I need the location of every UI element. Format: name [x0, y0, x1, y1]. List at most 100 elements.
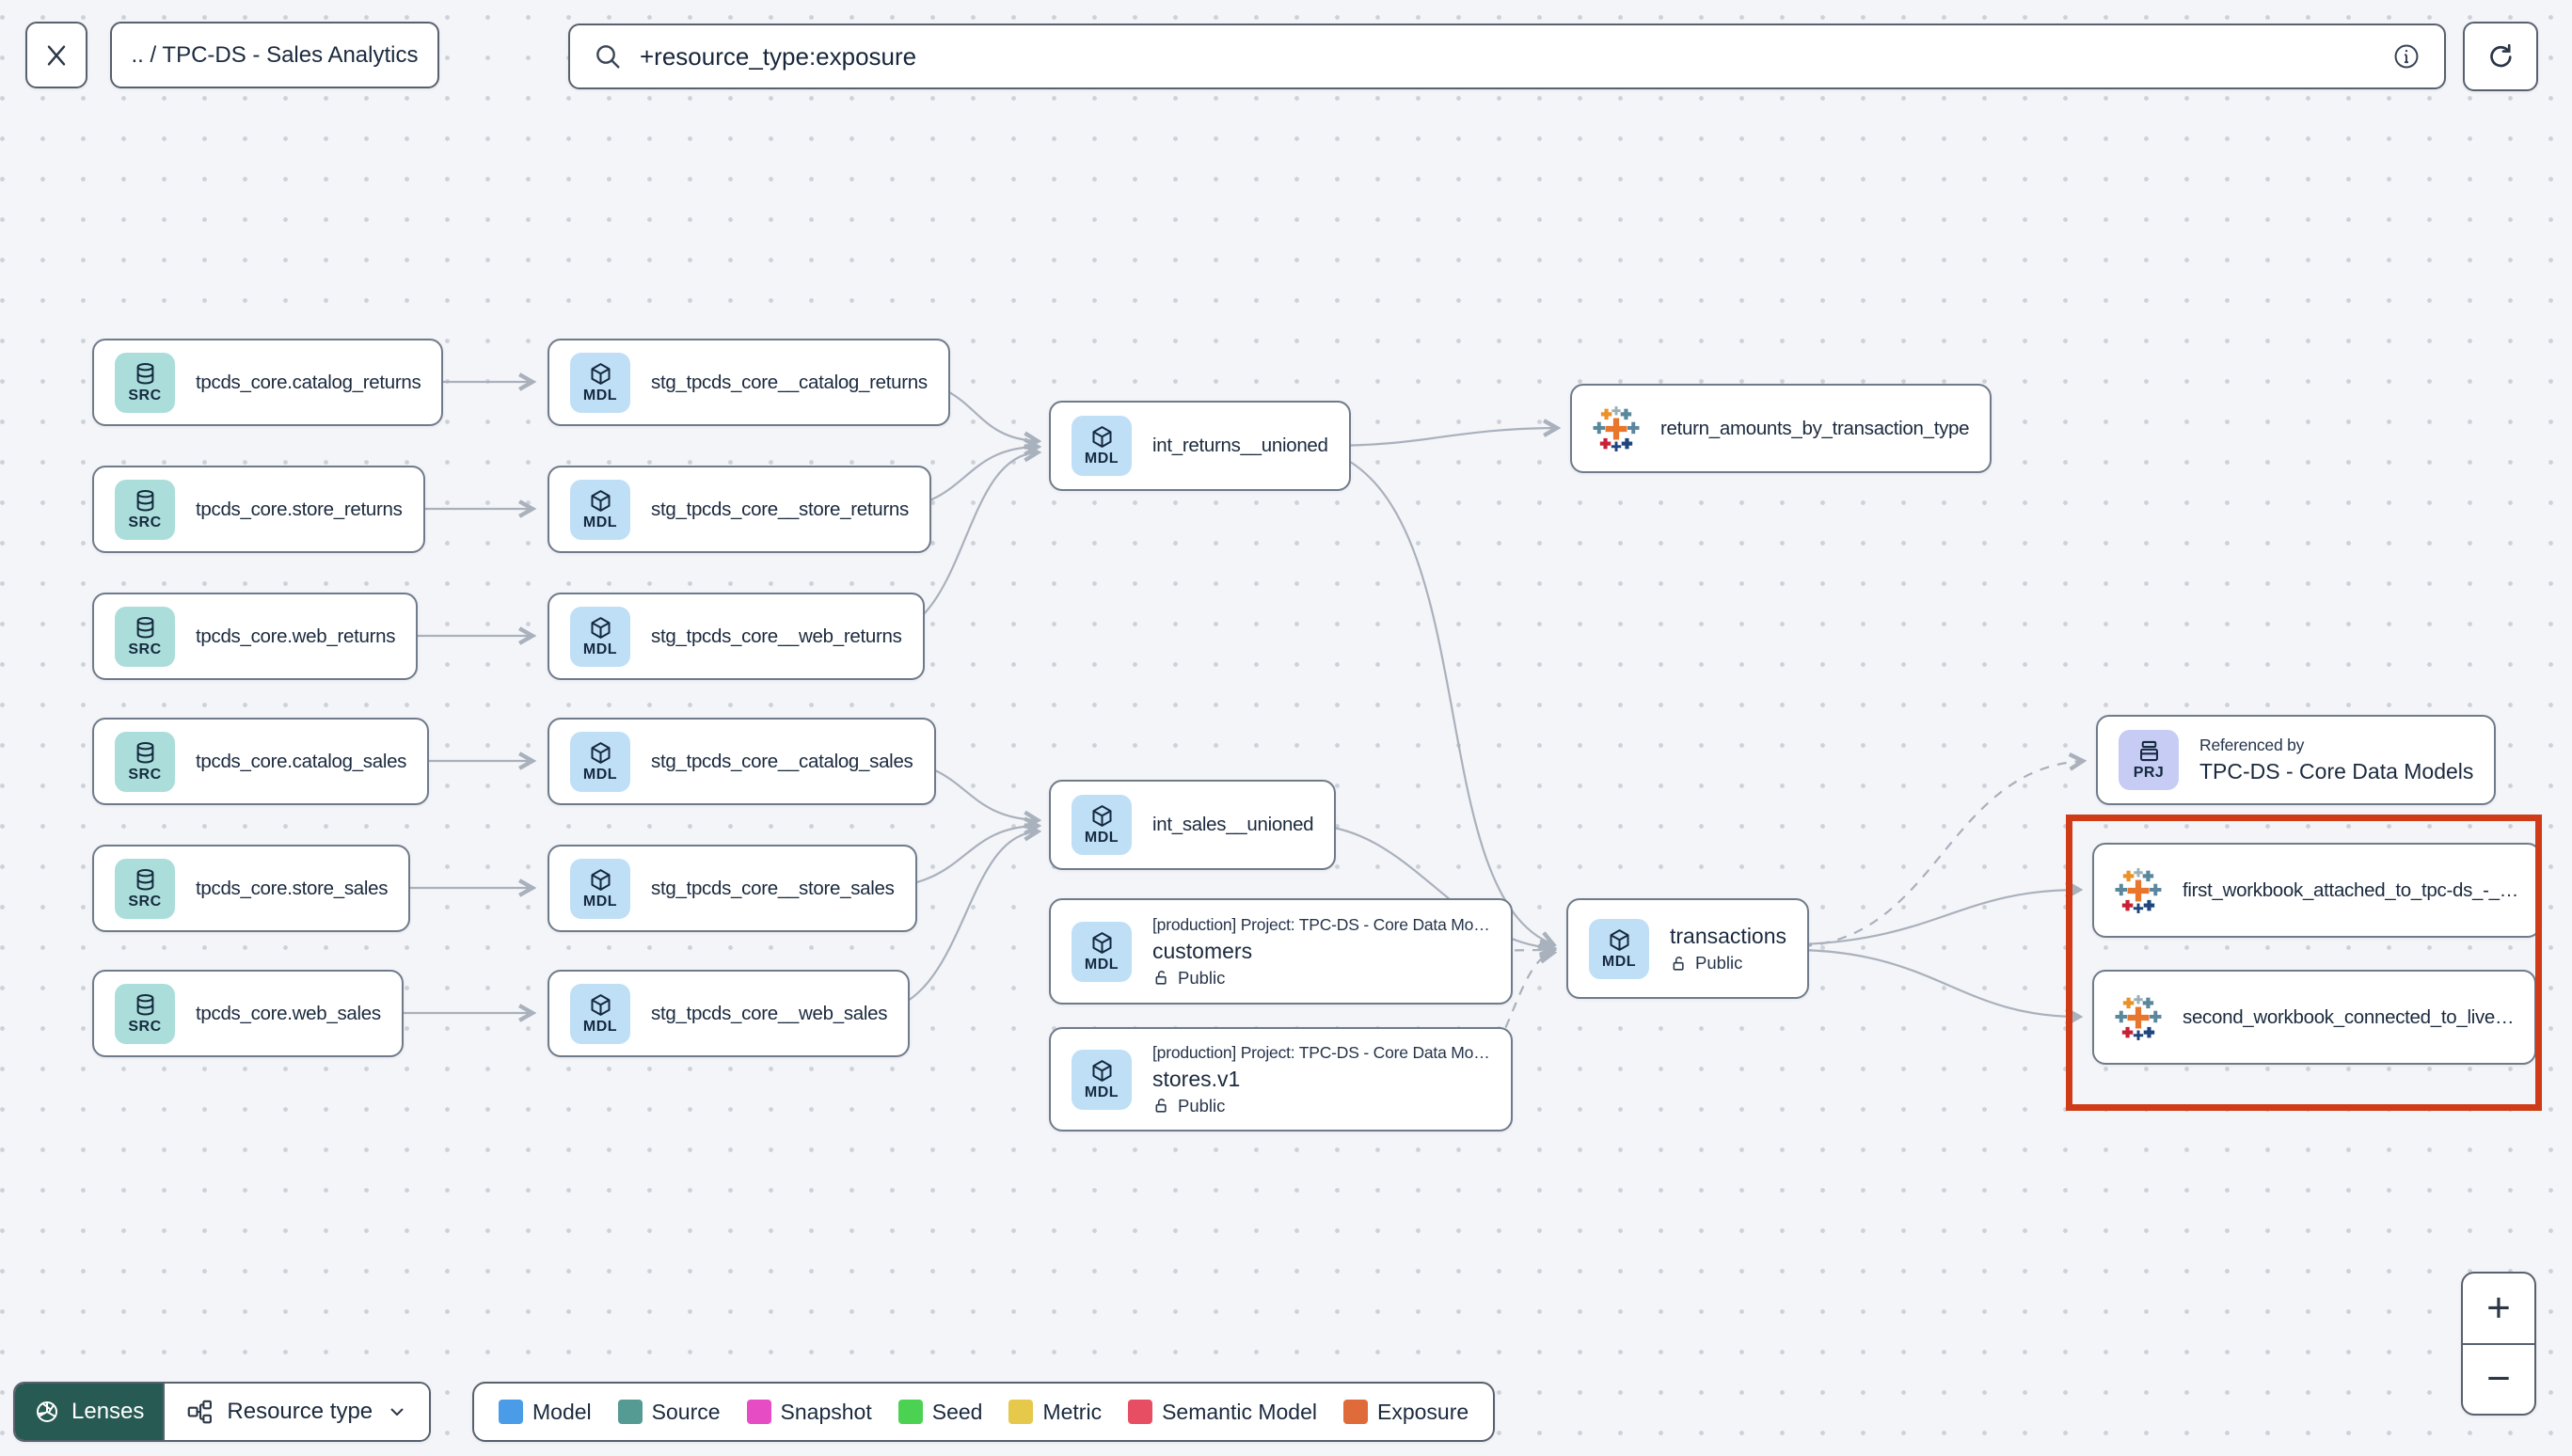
cube-icon: [1091, 426, 1112, 448]
refresh-icon: [2490, 43, 2512, 68]
node-source-tpcds-core-catalog-returns[interactable]: SRC tpcds_core.catalog_returns: [92, 339, 444, 426]
search-input[interactable]: [638, 40, 2376, 72]
legend-item-seed: Seed: [897, 1400, 982, 1425]
node-model-stores-v1[interactable]: MDL [production] Project: TPC-DS - Core …: [1049, 1027, 1513, 1132]
source-badge: SRC: [115, 983, 175, 1044]
resource-type-icon: [188, 1400, 213, 1424]
legend-item-source: Source: [617, 1400, 721, 1425]
node-model-stg-web-returns[interactable]: MDL stg_tpcds_core__web_returns: [548, 593, 925, 680]
node-label: second_workbook_connected_to_live…: [2183, 1005, 2515, 1028]
node-model-int-sales-unioned[interactable]: MDL int_sales__unioned: [1049, 780, 1337, 870]
edge: [1802, 890, 2079, 946]
node-label: int_sales__unioned: [1152, 814, 1314, 835]
node-source-tpcds-core-web-sales[interactable]: SRC tpcds_core.web_sales: [92, 970, 404, 1057]
lenses-icon: [36, 1401, 58, 1423]
cube-icon: [590, 616, 611, 639]
cube-icon: [590, 993, 611, 1016]
lenses-label: Lenses: [71, 1399, 145, 1424]
legend: Model Source Snapshot Seed Metric Semant…: [472, 1382, 1496, 1442]
node-model-stg-store-returns[interactable]: MDL stg_tpcds_core__store_returns: [548, 466, 931, 553]
referenced-by-label: Referenced by: [2199, 736, 2305, 754]
node-project-label: [production] Project: TPC-DS - Core Data…: [1152, 914, 1490, 934]
node-label: stg_tpcds_core__store_sales: [651, 877, 895, 899]
lock-open-icon: [1155, 971, 1167, 985]
source-badge: SRC: [115, 479, 175, 540]
resource-type-dropdown[interactable]: Resource type: [163, 1384, 430, 1440]
node-label: int_returns__unioned: [1152, 435, 1328, 456]
access-row: Public: [1152, 968, 1490, 989]
node-model-stg-store-sales[interactable]: MDL stg_tpcds_core__store_sales: [548, 845, 917, 932]
info-icon[interactable]: [2391, 41, 2421, 71]
node-label: return_amounts_by_transaction_type: [1660, 417, 1970, 439]
node-label: first_workbook_attached_to_tpc-ds_-_…: [2183, 878, 2518, 901]
model-badge: MDL: [570, 858, 630, 919]
search-bar[interactable]: [568, 24, 2446, 89]
node-label: tpcds_core.catalog_returns: [196, 371, 421, 393]
node-exposure-first-workbook[interactable]: first_workbook_attached_to_tpc-ds_-_…: [2092, 843, 2541, 938]
chevron-down-icon: [390, 1408, 404, 1416]
node-label: stg_tpcds_core__store_returns: [651, 498, 909, 520]
node-source-tpcds-core-catalog-sales[interactable]: SRC tpcds_core.catalog_sales: [92, 718, 430, 805]
zoom-in-button[interactable]: +: [2463, 1274, 2534, 1345]
node-label: stg_tpcds_core__web_returns: [651, 625, 902, 647]
node-label: tpcds_core.web_sales: [196, 1002, 381, 1024]
node-exposure-second-workbook[interactable]: second_workbook_connected_to_live…: [2092, 970, 2537, 1065]
close-icon: [47, 44, 66, 66]
node-label: tpcds_core.catalog_sales: [196, 750, 407, 772]
resource-type-label: Resource type: [227, 1399, 373, 1424]
node-source-tpcds-core-web-returns[interactable]: SRC tpcds_core.web_returns: [92, 593, 419, 680]
node-source-tpcds-core-store-returns[interactable]: SRC tpcds_core.store_returns: [92, 466, 425, 553]
database-icon: [136, 362, 153, 385]
database-icon: [136, 741, 153, 764]
source-badge: SRC: [115, 606, 175, 667]
access-row: Public: [1152, 1096, 1490, 1116]
edge: [1323, 428, 1557, 448]
node-project-referenced-by[interactable]: PRJ Referenced by TPC-DS - Core Data Mod…: [2096, 715, 2497, 805]
model-badge: MDL: [570, 479, 630, 540]
node-exposure-return-amounts[interactable]: return_amounts_by_transaction_type: [1570, 384, 1993, 473]
legend-swatch: [1128, 1400, 1153, 1424]
node-label: tpcds_core.store_sales: [196, 877, 389, 899]
model-badge: MDL: [1072, 1049, 1132, 1110]
lock-open-icon: [1673, 956, 1684, 971]
close-button[interactable]: [25, 22, 87, 88]
node-label: stg_tpcds_core__web_sales: [651, 1002, 888, 1024]
cube-icon: [590, 362, 611, 385]
access-row: Public: [1670, 953, 1786, 973]
node-source-tpcds-core-store-sales[interactable]: SRC tpcds_core.store_sales: [92, 845, 411, 932]
archive-box-icon: [2139, 740, 2158, 762]
node-project-label: [production] Project: TPC-DS - Core Data…: [1152, 1042, 1490, 1062]
legend-swatch: [746, 1400, 771, 1424]
source-badge: SRC: [115, 858, 175, 919]
search-icon: [596, 45, 620, 69]
node-model-stg-catalog-sales[interactable]: MDL stg_tpcds_core__catalog_sales: [548, 718, 936, 805]
edge: [1802, 948, 2079, 1017]
node-label: stores.v1: [1152, 1066, 1241, 1091]
legend-swatch: [617, 1400, 643, 1424]
edge: [1323, 448, 1553, 944]
model-badge: MDL: [570, 606, 630, 667]
node-model-customers[interactable]: MDL [production] Project: TPC-DS - Core …: [1049, 898, 1513, 1005]
cube-icon: [1091, 1059, 1112, 1082]
tableau-icon: [2115, 867, 2162, 913]
model-badge: MDL: [1072, 795, 1132, 855]
lens-controls: Lenses Resource type: [13, 1382, 432, 1442]
lenses-button[interactable]: Lenses: [15, 1384, 164, 1440]
node-label: stg_tpcds_core__catalog_sales: [651, 750, 913, 772]
database-icon: [136, 993, 153, 1016]
breadcrumb[interactable]: .. / TPC-DS - Sales Analytics: [110, 22, 439, 88]
node-model-stg-web-sales[interactable]: MDL stg_tpcds_core__web_sales: [548, 970, 911, 1057]
legend-item-snapshot: Snapshot: [746, 1400, 872, 1425]
database-icon: [136, 616, 153, 639]
model-badge: MDL: [1589, 918, 1649, 979]
node-model-transactions[interactable]: MDL transactions Public: [1566, 898, 1810, 999]
refresh-button[interactable]: [2463, 22, 2538, 91]
legend-item-model: Model: [499, 1400, 592, 1425]
cube-icon: [1091, 805, 1112, 827]
node-model-int-returns-unioned[interactable]: MDL int_returns__unioned: [1049, 401, 1351, 491]
zoom-out-button[interactable]: −: [2486, 1355, 2511, 1402]
node-model-stg-catalog-returns[interactable]: MDL stg_tpcds_core__catalog_returns: [548, 339, 950, 426]
legend-swatch: [499, 1400, 523, 1424]
model-badge: MDL: [570, 731, 630, 792]
